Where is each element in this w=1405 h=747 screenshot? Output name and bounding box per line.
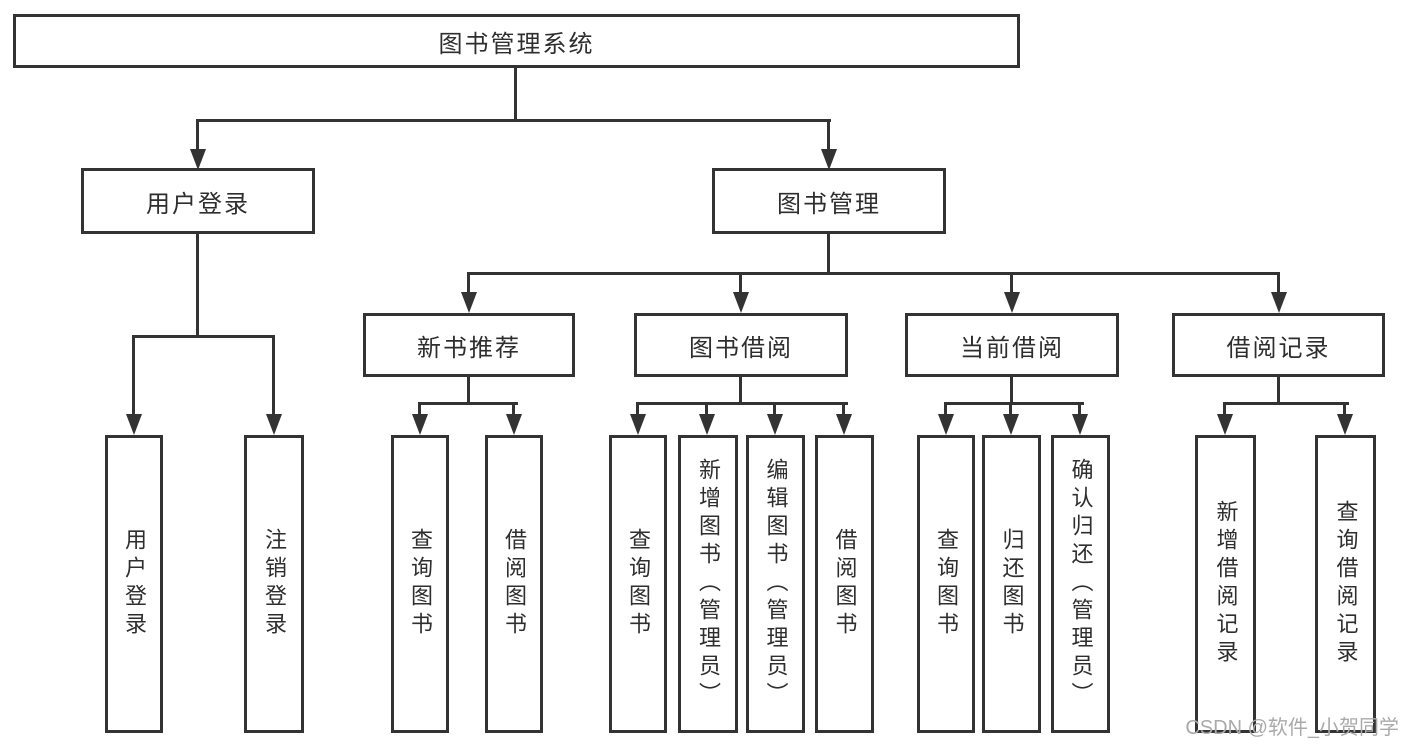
arrow-down-icon bbox=[699, 414, 715, 435]
node-leaf-query-books-current: 查询图书 bbox=[917, 435, 975, 733]
node-label: 新书推荐 bbox=[417, 334, 521, 362]
node-label: 查询图书 bbox=[934, 528, 959, 640]
arrow-down-icon bbox=[190, 149, 206, 170]
node-label: 查询图书 bbox=[408, 528, 433, 640]
connector-line bbox=[636, 402, 848, 405]
arrow-down-icon bbox=[767, 414, 783, 435]
connector-line bbox=[196, 119, 831, 122]
connector-line bbox=[944, 402, 947, 416]
connector-line bbox=[1277, 377, 1280, 404]
connector-line bbox=[467, 272, 470, 295]
node-book-management: 图书管理 bbox=[712, 168, 946, 234]
connector-line bbox=[1009, 402, 1012, 416]
node-user-login: 用户登录 bbox=[81, 168, 315, 234]
node-label: 用户登录 bbox=[146, 190, 250, 218]
node-leaf-borrow-books-recommend: 借阅图书 bbox=[485, 435, 543, 733]
node-leaf-query-borrow-record: 查询借阅记录 bbox=[1315, 435, 1376, 733]
node-label: 借阅记录 bbox=[1226, 334, 1331, 362]
connector-line bbox=[1010, 272, 1013, 295]
connector-line bbox=[1078, 402, 1081, 416]
arrow-down-icon bbox=[506, 414, 522, 435]
connector-line bbox=[418, 402, 421, 416]
node-leaf-confirm-return-admin: 确认归还（管理员） bbox=[1051, 435, 1110, 733]
arrow-down-icon bbox=[1337, 414, 1353, 435]
connector-line bbox=[705, 402, 708, 416]
connector-line bbox=[132, 335, 135, 416]
connector-line bbox=[196, 234, 199, 335]
arrow-down-icon bbox=[733, 292, 749, 313]
arrow-down-icon bbox=[1217, 414, 1233, 435]
connector-line bbox=[944, 402, 1084, 405]
node-label: 查询借阅记录 bbox=[1333, 500, 1359, 668]
arrow-down-icon bbox=[266, 414, 282, 435]
arrow-down-icon bbox=[1003, 414, 1019, 435]
connector-line bbox=[739, 377, 742, 404]
node-label: 注销登录 bbox=[262, 528, 287, 640]
node-label: 新增借阅记录 bbox=[1213, 500, 1239, 668]
connector-line bbox=[773, 402, 776, 416]
node-new-book-recommendation: 新书推荐 bbox=[363, 313, 575, 377]
node-label: 当前借阅 bbox=[960, 334, 1064, 362]
arrow-down-icon bbox=[126, 414, 142, 435]
node-leaf-return-books: 归还图书 bbox=[982, 435, 1041, 733]
connector-line bbox=[842, 402, 845, 416]
node-leaf-query-books-recommend: 查询图书 bbox=[391, 435, 449, 733]
node-label: 图书借阅 bbox=[689, 334, 793, 362]
arrow-down-icon bbox=[461, 292, 477, 313]
arrow-down-icon bbox=[821, 149, 837, 170]
connector-line bbox=[739, 272, 742, 295]
node-leaf-add-books-admin: 新增图书（管理员） bbox=[678, 435, 738, 733]
connector-line bbox=[827, 119, 830, 152]
arrow-down-icon bbox=[938, 414, 954, 435]
connector-line bbox=[1010, 377, 1013, 404]
connector-line bbox=[1223, 402, 1226, 416]
node-leaf-logout: 注销登录 bbox=[244, 435, 304, 733]
connector-line bbox=[636, 402, 639, 416]
connector-line bbox=[1277, 272, 1280, 295]
arrow-down-icon bbox=[836, 414, 852, 435]
connector-line bbox=[1223, 402, 1349, 405]
node-leaf-edit-books-admin: 编辑图书（管理员） bbox=[746, 435, 805, 733]
node-leaf-user-login: 用户登录 bbox=[105, 435, 163, 733]
arrow-down-icon bbox=[1271, 292, 1287, 313]
connector-line bbox=[418, 402, 518, 405]
arrow-down-icon bbox=[630, 414, 646, 435]
connector-line bbox=[467, 272, 1280, 275]
node-label: 编辑图书（管理员） bbox=[763, 458, 789, 710]
node-current-borrowing: 当前借阅 bbox=[905, 313, 1119, 377]
csdn-watermark: CSDN @软件_小贺同学 bbox=[1185, 717, 1399, 739]
connector-line bbox=[514, 68, 517, 122]
node-label: 确认归还（管理员） bbox=[1068, 458, 1094, 710]
connector-line bbox=[132, 335, 275, 338]
connector-line bbox=[467, 377, 470, 404]
node-book-borrowing: 图书借阅 bbox=[634, 313, 848, 377]
connector-line bbox=[827, 234, 830, 275]
node-label: 借阅图书 bbox=[832, 528, 858, 640]
connector-line bbox=[512, 402, 515, 416]
connector-line bbox=[1343, 402, 1346, 416]
node-leaf-add-borrow-record: 新增借阅记录 bbox=[1195, 435, 1256, 733]
arrow-down-icon bbox=[1004, 292, 1020, 313]
node-label: 借阅图书 bbox=[502, 528, 527, 640]
node-borrowing-records: 借阅记录 bbox=[1172, 313, 1385, 377]
node-label: 归还图书 bbox=[999, 528, 1025, 640]
connector-line bbox=[272, 335, 275, 416]
node-leaf-borrow-books: 借阅图书 bbox=[815, 435, 874, 733]
node-library-management-system: 图书管理系统 bbox=[13, 14, 1020, 68]
node-label: 图书管理 bbox=[777, 190, 881, 218]
node-leaf-query-books-borrowing: 查询图书 bbox=[609, 435, 667, 733]
node-label: 图书管理系统 bbox=[438, 30, 595, 58]
arrow-down-icon bbox=[412, 414, 428, 435]
arrow-down-icon bbox=[1072, 414, 1088, 435]
node-label: 用户登录 bbox=[122, 528, 147, 640]
connector-line bbox=[196, 119, 199, 152]
node-label: 新增图书（管理员） bbox=[696, 458, 721, 710]
node-label: 查询图书 bbox=[626, 528, 651, 640]
